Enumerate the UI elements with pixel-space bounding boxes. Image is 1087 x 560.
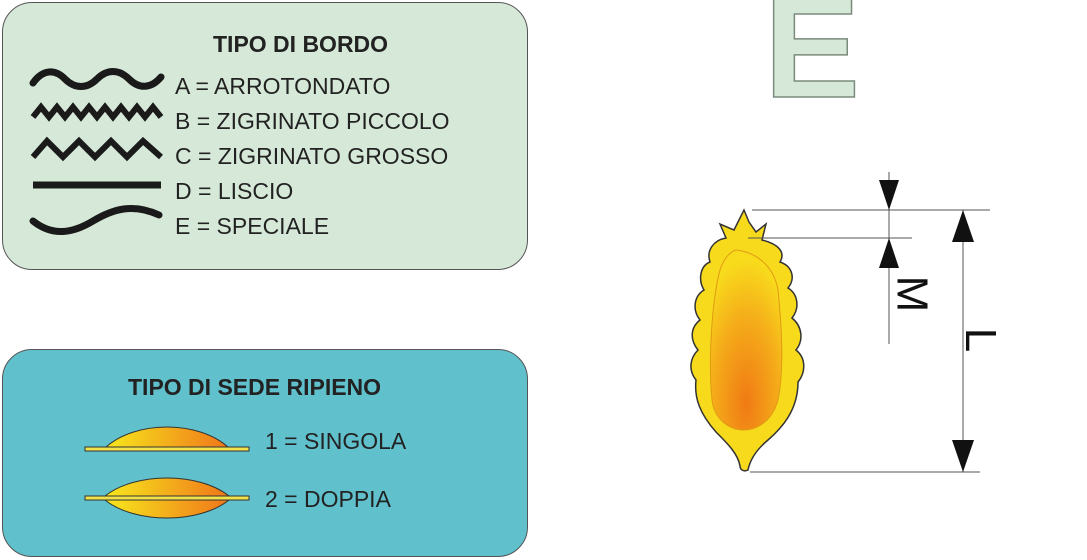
filling-type-1-label: 1 = SINGOLA — [265, 428, 407, 454]
edge-type-d-label: D = LISCIO — [175, 178, 294, 204]
edge-type-c-label: C = ZIGRINATO GROSSO — [175, 143, 449, 169]
dimension-l-arrow-up — [952, 210, 974, 242]
single-filling-icon — [84, 426, 250, 452]
edge-type-a-label: A = ARROTONDATO — [175, 73, 391, 99]
dimension-m-arrow-up — [879, 238, 899, 268]
zigzag-large-icon — [30, 136, 163, 162]
straight-line-icon — [33, 181, 161, 189]
filling-type-title: TIPO DI SEDE RIPIENO — [128, 374, 382, 400]
wave-rounded-icon — [29, 68, 165, 90]
filling-cavity — [709, 249, 783, 431]
pasta-outline — [690, 208, 805, 472]
dimension-m-label: M — [887, 275, 937, 313]
dimension-l-label: L — [956, 327, 1006, 353]
edge-type-b-label: B = ZIGRINATO PICCOLO — [175, 108, 450, 134]
dimension-m-arrow-down — [879, 180, 899, 210]
filling-type-panel: TIPO DI SEDE RIPIENO 1 = SINGOLA 2 = DOP… — [2, 349, 528, 557]
edge-type-e-label: E = SPECIALE — [175, 213, 330, 239]
s-curve-icon — [29, 205, 163, 236]
double-filling-icon — [84, 477, 250, 519]
edge-type-title: TIPO DI BORDO — [213, 31, 389, 57]
zigzag-small-icon — [30, 102, 164, 122]
dimension-l-arrow-down — [952, 440, 974, 472]
edge-type-panel: TIPO DI BORDO A = ARROTONDATO B = ZIGRIN… — [2, 2, 528, 270]
filling-type-2-label: 2 = DOPPIA — [265, 486, 391, 512]
shape-letter: E — [763, 0, 861, 128]
